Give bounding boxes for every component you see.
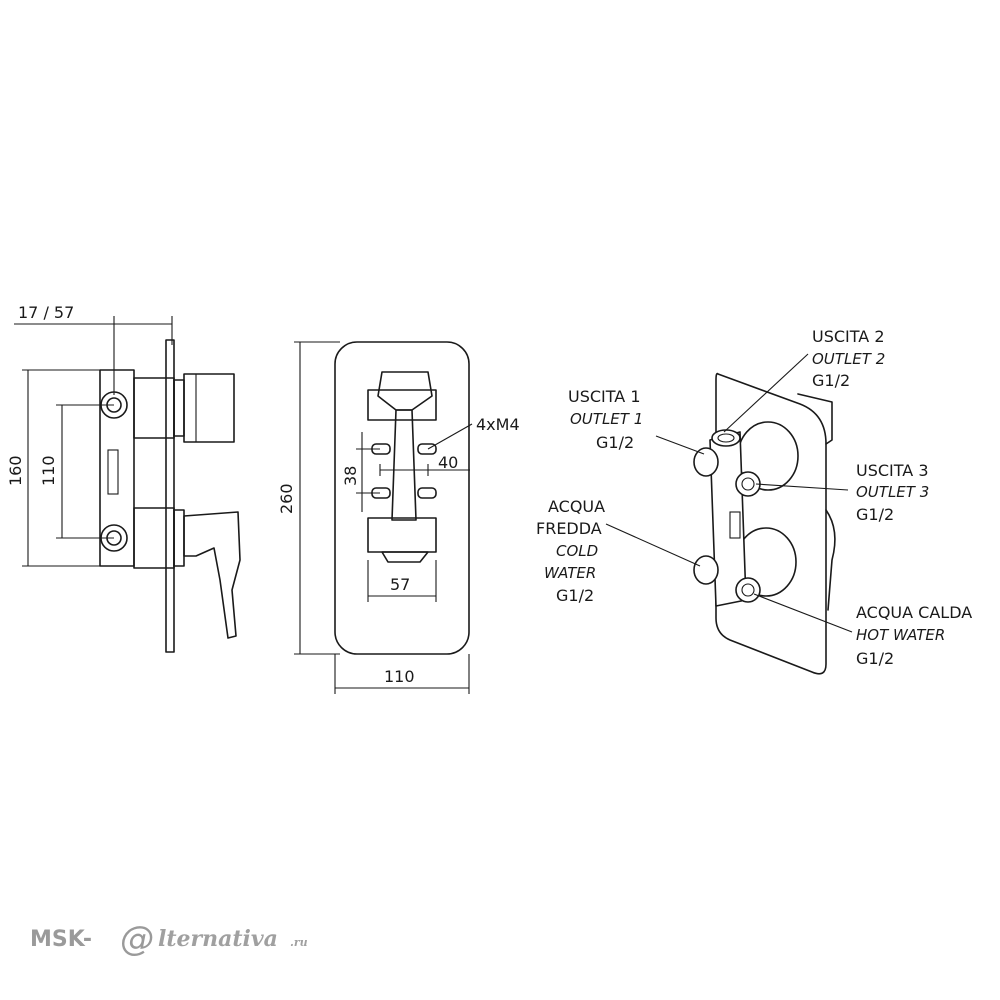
outlet1-it: USCITA 1 — [568, 387, 641, 406]
side-wall-plate — [165, 339, 175, 653]
side-view: 17 / 57 160 110 — [6, 303, 241, 653]
outlet3-thread: G1/2 — [856, 505, 894, 524]
cold-thread: G1/2 — [556, 586, 594, 605]
side-height-inner: 110 — [39, 455, 58, 486]
side-lever — [183, 511, 241, 639]
front-central-body — [391, 409, 417, 521]
front-upper-valve-top — [377, 371, 433, 411]
iso-outlet-2-port — [711, 429, 741, 447]
front-bottom-width: 57 — [390, 575, 410, 594]
outlet3-en: OUTLET 3 — [856, 483, 929, 501]
screw-horizontal-dim: 40 — [438, 453, 458, 472]
side-label-plate — [107, 449, 119, 495]
outlet2-thread: G1/2 — [812, 371, 850, 390]
front-lower-valve — [367, 517, 437, 553]
iso-cold-port — [693, 555, 719, 585]
hot-thread: G1/2 — [856, 649, 894, 668]
front-width: 110 — [384, 667, 415, 686]
screw-tab — [417, 443, 437, 455]
watermark: MSK- @ lternativa .ru — [30, 919, 308, 959]
side-upper-knob — [183, 373, 235, 443]
iso-outlet-1-port — [693, 447, 719, 477]
front-upper-valve — [367, 389, 437, 421]
watermark-left: MSK- — [30, 927, 92, 952]
cold-it-2: FREDDA — [536, 519, 602, 538]
outlet2-it: USCITA 2 — [812, 327, 885, 346]
screw-vertical-dim: 38 — [341, 466, 360, 486]
outlet3-it: USCITA 3 — [856, 461, 929, 480]
hot-en: HOT WATER — [856, 626, 945, 644]
front-view: 260 110 38 40 4xM4 57 — [277, 341, 520, 694]
outlet1-en: OUTLET 1 — [570, 410, 643, 428]
side-body — [99, 369, 135, 567]
watermark-suffix: .ru — [290, 936, 308, 949]
isometric-view: USCITA 2 OUTLET 2 G1/2 USCITA 1 OUTLET 1… — [536, 327, 972, 675]
side-height-outer: 160 — [6, 455, 25, 486]
iso-hot-port — [735, 577, 761, 603]
outlet2-en: OUTLET 2 — [812, 350, 885, 368]
side-lower-cartridge — [133, 507, 175, 569]
watermark-right: lternativa — [158, 926, 278, 952]
watermark-at-icon: @ — [120, 919, 154, 959]
hot-it: ACQUA CALDA — [856, 603, 972, 622]
front-plate — [334, 341, 470, 655]
outlet1-thread: G1/2 — [596, 433, 634, 452]
cold-en-1: COLD — [556, 542, 598, 560]
screw-tab — [417, 487, 437, 499]
cold-en-2: WATER — [544, 564, 596, 582]
side-top-dimension: 17 / 57 — [18, 303, 74, 322]
front-height: 260 — [277, 483, 296, 514]
side-upper-cartridge — [133, 377, 175, 439]
screws-label: 4xM4 — [476, 415, 520, 434]
cold-it-1: ACQUA — [548, 497, 605, 516]
